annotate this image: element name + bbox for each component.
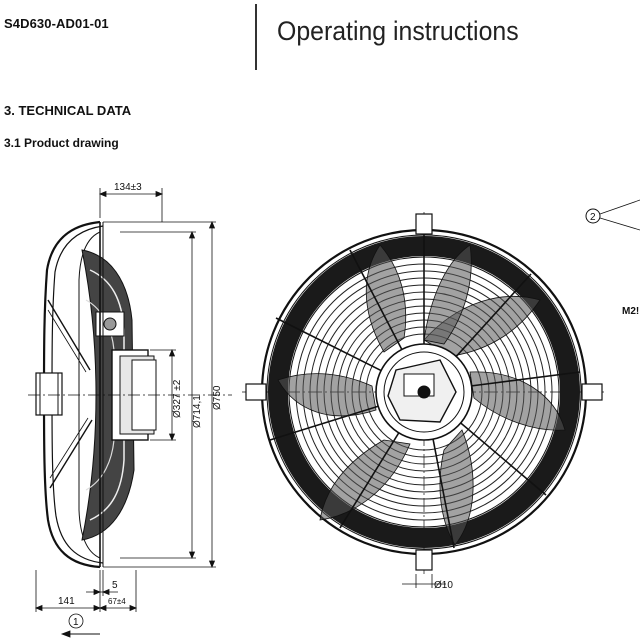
- dim-750-label: Ø750: [212, 385, 223, 410]
- side-view: [28, 220, 232, 569]
- front-view: [242, 199, 640, 588]
- dim-5-label: 5: [112, 580, 118, 591]
- hole-diameter-label: Ø10: [434, 580, 453, 591]
- dim-141-label: 141: [58, 596, 75, 607]
- side-dimension-labels: 134±3 Ø327 ±2 Ø714,1 Ø750 5 141 67±4 1: [58, 182, 223, 628]
- subsection-heading: 3.1 Product drawing: [4, 136, 119, 150]
- dim-714-label: Ø714,1: [192, 395, 203, 428]
- document-title: Operating instructions: [277, 16, 519, 46]
- model-number: S4D630-AD01-01: [4, 16, 109, 31]
- dim-67-label: 67±4: [108, 597, 126, 606]
- dim-134-label: 134±3: [114, 182, 142, 193]
- section-heading: 3. TECHNICAL DATA: [4, 103, 132, 118]
- callout-2-label: 2: [590, 212, 596, 223]
- header-divider: [255, 4, 257, 70]
- front-labels: 2 M2! Ø10: [434, 212, 639, 591]
- callout-1-label: 1: [73, 617, 79, 628]
- thread-label: M2!: [622, 306, 639, 317]
- side-dimensions: [34, 188, 216, 638]
- dim-327-label: Ø327 ±2: [172, 379, 183, 418]
